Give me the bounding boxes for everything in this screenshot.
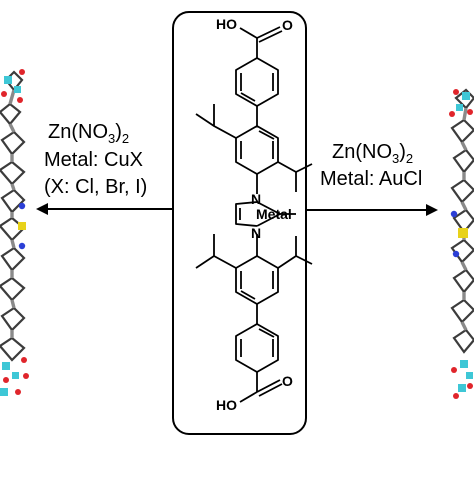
right-condition-line-2: Metal: AuCl — [320, 168, 423, 190]
left-zn-sub-3: 3 — [108, 131, 116, 146]
right-crystal-structure — [449, 88, 474, 399]
left-zn-prefix: Zn(NO — [48, 121, 108, 143]
right-arrow — [306, 204, 438, 216]
left-zn-close: ) — [115, 121, 122, 143]
right-zn-close: ) — [399, 141, 406, 163]
imidazole-n-top-label: N — [251, 191, 261, 207]
right-zn-sub-3: 3 — [392, 151, 400, 166]
right-condition-line-1: Zn(NO3)2 — [332, 141, 413, 166]
left-crystal-structure — [0, 69, 29, 396]
top-acid-ho-label: HO — [216, 16, 237, 32]
bottom-acid-o-label: O — [282, 373, 293, 389]
right-zn-sub-2: 2 — [405, 151, 414, 166]
bottom-acid-ho-label: HO — [216, 397, 237, 413]
ligand-frame — [172, 11, 307, 435]
left-arrow — [36, 203, 172, 215]
top-acid-o-label: O — [282, 17, 293, 33]
left-zn-sub-2: 2 — [121, 131, 130, 146]
ligand-structure — [195, 26, 313, 403]
left-condition-line-3: (X: Cl, Br, I) — [44, 176, 148, 198]
right-zn-prefix: Zn(NO — [332, 141, 392, 163]
left-condition-line-2: Metal: CuX — [44, 149, 143, 171]
left-condition-line-1: Zn(NO3)2 — [48, 121, 129, 146]
metal-label: Metal — [256, 206, 292, 222]
imidazole-n-bottom-label: N — [251, 225, 261, 241]
